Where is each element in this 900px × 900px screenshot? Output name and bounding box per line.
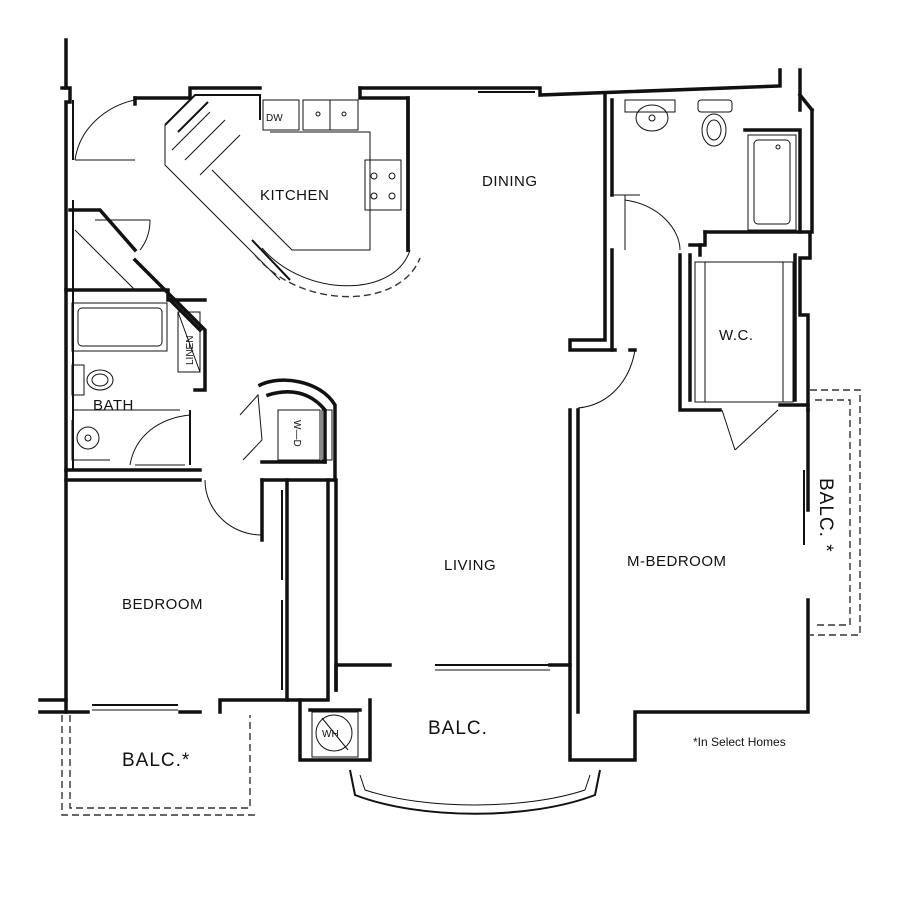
wc-label: W.C. — [719, 327, 754, 344]
master-vanity-top — [624, 99, 676, 113]
dining-label: DINING — [482, 173, 538, 190]
bath-label: BATH — [93, 397, 134, 414]
bedroom-label: BEDROOM — [122, 596, 203, 613]
linen-label: LINEN — [185, 336, 196, 365]
kitchen-range — [364, 159, 402, 211]
balc-right-label: BALC. * — [815, 478, 836, 553]
balc-main-label: BALC. — [428, 718, 488, 739]
dishwasher — [262, 99, 300, 131]
bathtub — [71, 302, 168, 352]
select-homes-note: *In Select Homes — [693, 735, 786, 749]
master-toilet — [701, 113, 727, 147]
wc-room — [694, 261, 794, 403]
toilet — [86, 369, 114, 391]
room-labels: KITCHEN DINING BATH W.C. LIVING M-BEDROO… — [93, 173, 836, 771]
water-heater: WH — [311, 711, 359, 758]
kitchen-label: KITCHEN — [260, 187, 329, 204]
bath-fixtures: LINEN — [71, 302, 201, 466]
water-heater-label: WH — [322, 729, 339, 740]
bath-sink — [76, 426, 100, 450]
living-label: LIVING — [444, 557, 496, 574]
washer-dryer-label: W—D — [291, 420, 302, 447]
toilet-tank — [71, 364, 85, 396]
master-sink — [635, 104, 669, 132]
master-bath-fixtures — [610, 99, 797, 403]
balc-left-label: BALC.* — [122, 750, 190, 771]
master-tub — [747, 134, 797, 231]
m-bedroom-label: M-BEDROOM — [627, 553, 727, 570]
linen-closet — [177, 311, 201, 373]
washer-dryer — [277, 409, 321, 461]
washer-dryer-closet: W—D — [277, 409, 333, 461]
doors — [74, 91, 805, 711]
kitchen-fixtures: DW — [164, 94, 421, 298]
master-toilet-tank — [697, 99, 733, 113]
balconies — [61, 389, 861, 816]
walls — [38, 38, 815, 762]
dishwasher-label: DW — [266, 113, 283, 124]
